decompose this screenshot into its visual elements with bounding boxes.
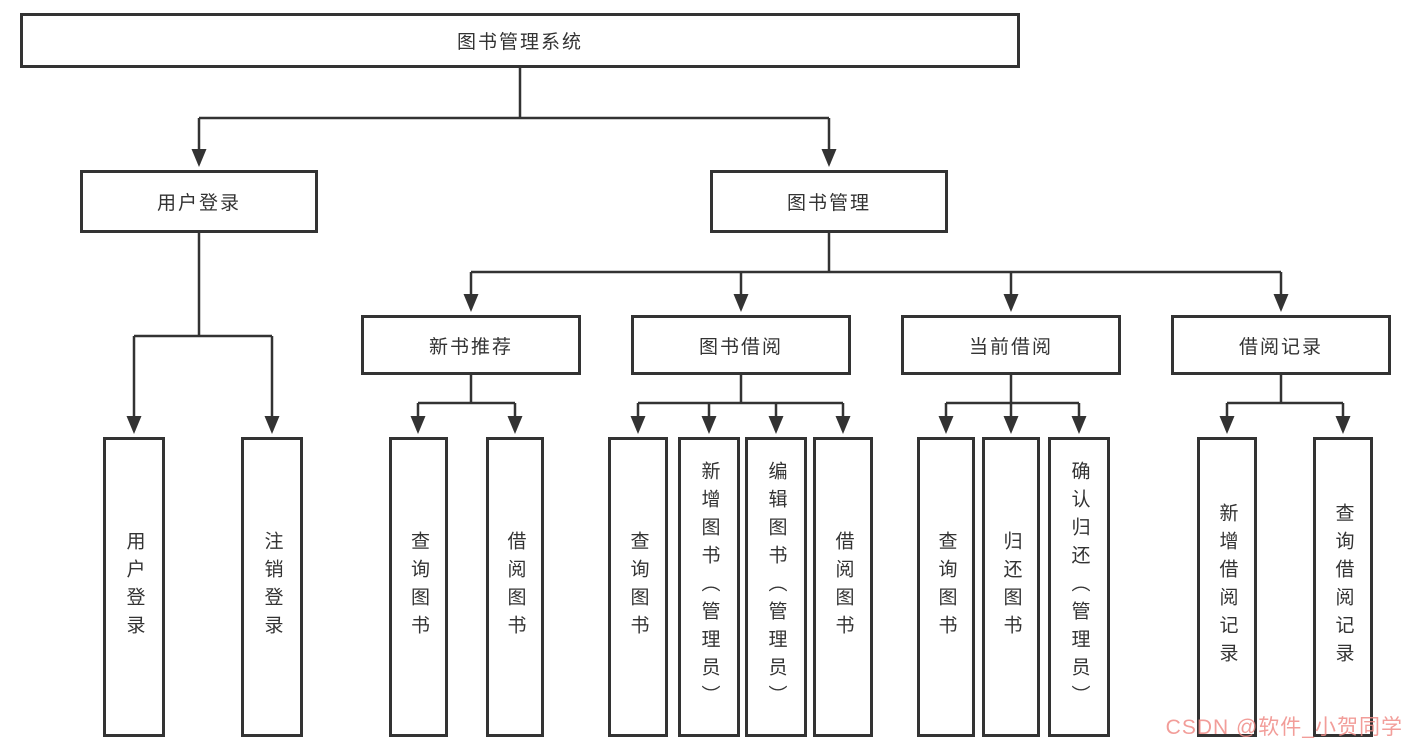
leaf-label: 确认归还（管理员） [1068, 461, 1090, 713]
leaf-borrow-book-recommend: 借阅图书 [486, 437, 544, 737]
node-borrowing-records: 借阅记录 [1171, 315, 1391, 375]
leaf-edit-book-admin: 编辑图书（管理员） [745, 437, 807, 737]
node-book-management: 图书管理 [710, 170, 948, 233]
csdn-watermark: CSDN @软件_小贺同学 [1165, 716, 1403, 739]
leaf-label: 查询图书 [935, 531, 957, 643]
leaf-label: 用户登录 [123, 531, 145, 643]
leaf-query-book-recommend: 查询图书 [389, 437, 448, 737]
node-root-system: 图书管理系统 [20, 13, 1020, 68]
leaf-label: 新增借阅记录 [1216, 503, 1238, 671]
leaf-label: 借阅图书 [504, 531, 526, 643]
leaf-user-login: 用户登录 [103, 437, 165, 737]
leaf-label: 编辑图书（管理员） [765, 461, 787, 713]
leaf-add-book-admin: 新增图书（管理员） [678, 437, 740, 737]
leaf-confirm-return-admin: 确认归还（管理员） [1048, 437, 1110, 737]
leaf-label: 归还图书 [1000, 531, 1022, 643]
leaf-label: 查询图书 [408, 531, 429, 643]
leaf-label: 注销登录 [261, 531, 283, 643]
node-current-borrowing: 当前借阅 [901, 315, 1121, 375]
leaf-query-book-current: 查询图书 [917, 437, 975, 737]
leaf-add-borrow-record: 新增借阅记录 [1197, 437, 1257, 737]
leaf-query-book-borrowing: 查询图书 [608, 437, 668, 737]
leaf-label: 查询图书 [627, 531, 649, 643]
leaf-label: 查询借阅记录 [1332, 503, 1354, 671]
node-user-login: 用户登录 [80, 170, 318, 233]
leaf-query-borrow-record: 查询借阅记录 [1313, 437, 1373, 737]
leaf-return-book: 归还图书 [982, 437, 1040, 737]
leaf-borrow-book: 借阅图书 [813, 437, 873, 737]
leaf-label: 借阅图书 [832, 531, 854, 643]
leaf-label: 新增图书（管理员） [698, 461, 720, 713]
leaf-logout: 注销登录 [241, 437, 303, 737]
node-new-book-recommend: 新书推荐 [361, 315, 581, 375]
node-book-borrowing: 图书借阅 [631, 315, 851, 375]
